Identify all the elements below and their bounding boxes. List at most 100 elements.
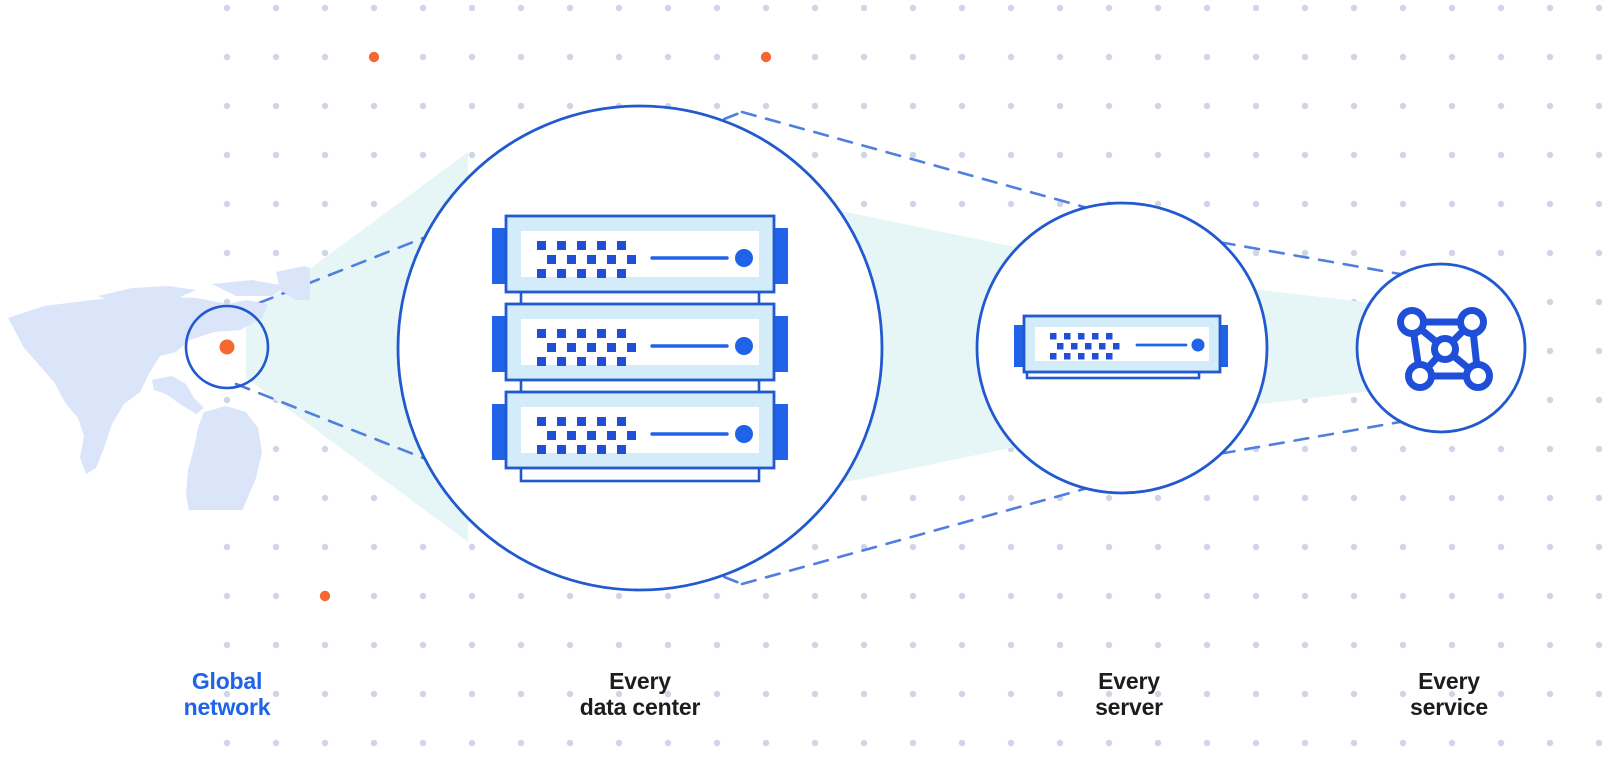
grid-dot: [1252, 592, 1260, 600]
grid-dot: [272, 200, 280, 208]
grid-dot: [1595, 249, 1603, 257]
grid-dot: [468, 641, 476, 649]
grid-dot: [223, 4, 231, 12]
grid-dot: [1595, 445, 1603, 453]
grid-dot: [1399, 494, 1407, 502]
grid-dot: [517, 53, 525, 61]
grid-dot: [909, 543, 917, 551]
network-node: [1397, 307, 1493, 391]
grid-dot: [664, 739, 672, 747]
grid-dot: [860, 739, 868, 747]
grid-dot: [811, 53, 819, 61]
grid-dot: [1448, 690, 1456, 698]
grid-dot: [1399, 445, 1407, 453]
grid-dot: [1154, 151, 1162, 159]
grid-dot: [762, 690, 770, 698]
grid-dot: [272, 445, 280, 453]
grid-dot: [272, 641, 280, 649]
grid-dot: [909, 4, 917, 12]
grid-dot: [811, 641, 819, 649]
grid-dot: [1399, 102, 1407, 110]
grid-dot: [1595, 200, 1603, 208]
grid-dot: [566, 53, 574, 61]
grid-dot: [1546, 347, 1554, 355]
grid-dot: [1595, 592, 1603, 600]
grid-dot: [1203, 543, 1211, 551]
grid-dot: [1448, 445, 1456, 453]
grid-dot: [1252, 494, 1260, 502]
grid-dot: [1595, 347, 1603, 355]
grid-dot: [1007, 641, 1015, 649]
grid-dot: [909, 739, 917, 747]
grid-dot: [1448, 543, 1456, 551]
grid-dot: [468, 543, 476, 551]
grid-dot: [419, 151, 427, 159]
grid-dot: [223, 151, 231, 159]
grid-dot: [615, 592, 623, 600]
grid-dot: [811, 543, 819, 551]
grid-dot: [1448, 151, 1456, 159]
grid-dot: [517, 4, 525, 12]
grid-dot: [370, 690, 378, 698]
grid-dot: [958, 494, 966, 502]
grid-dot: [1546, 641, 1554, 649]
grid-dot: [468, 4, 476, 12]
grid-dot: [1546, 102, 1554, 110]
grid-dot: [1497, 200, 1505, 208]
grid-dot: [909, 200, 917, 208]
grid-dot: [860, 200, 868, 208]
grid-dot: [860, 592, 868, 600]
grid-dot: [370, 4, 378, 12]
grid-dot: [909, 151, 917, 159]
grid-dot: [1105, 53, 1113, 61]
grid-dot: [517, 102, 525, 110]
grid-dot: [1007, 494, 1015, 502]
grid-dot: [1056, 151, 1064, 159]
grid-dot: [223, 739, 231, 747]
grid-dot: [664, 690, 672, 698]
grid-dot: [272, 494, 280, 502]
grid-dot: [1448, 641, 1456, 649]
grid-dot: [419, 543, 427, 551]
stage-label-service: Every service: [1410, 668, 1488, 720]
grid-dot: [1154, 592, 1162, 600]
grid-dot: [1399, 739, 1407, 747]
grid-dot: [223, 543, 231, 551]
grid-dot: [223, 200, 231, 208]
grid-dot: [321, 249, 329, 257]
grid-dot: [664, 641, 672, 649]
grid-dot: [1546, 592, 1554, 600]
grid-dot: [1301, 249, 1309, 257]
grid-dot: [321, 102, 329, 110]
grid-dot: [1595, 396, 1603, 404]
grid-dot: [958, 200, 966, 208]
grid-dot: [1595, 739, 1603, 747]
grid-dot: [1301, 494, 1309, 502]
grid-dot: [1595, 690, 1603, 698]
grid-dot: [860, 4, 868, 12]
grid-dot: [1546, 151, 1554, 159]
grid-dot: [321, 53, 329, 61]
grid-dot: [1301, 53, 1309, 61]
grid-dot: [1203, 151, 1211, 159]
grid-dot: [419, 690, 427, 698]
grid-dot: [1105, 592, 1113, 600]
grid-dot: [1056, 592, 1064, 600]
grid-dot: [321, 690, 329, 698]
grid-dot: [1399, 543, 1407, 551]
grid-dot: [517, 592, 525, 600]
grid-dot: [1399, 641, 1407, 649]
grid-dot: [860, 151, 868, 159]
grid-dot: [1595, 494, 1603, 502]
grid-dot: [713, 739, 721, 747]
grid-dot: [713, 690, 721, 698]
grid-dot: [1497, 592, 1505, 600]
grid-dot: [1301, 445, 1309, 453]
grid-dot: [1105, 151, 1113, 159]
grid-dot: [1448, 4, 1456, 12]
grid-dot: [321, 543, 329, 551]
grid-dot: [1007, 200, 1015, 208]
grid-dot: [909, 592, 917, 600]
grid-dot: [1595, 4, 1603, 12]
grid-dot: [1595, 543, 1603, 551]
